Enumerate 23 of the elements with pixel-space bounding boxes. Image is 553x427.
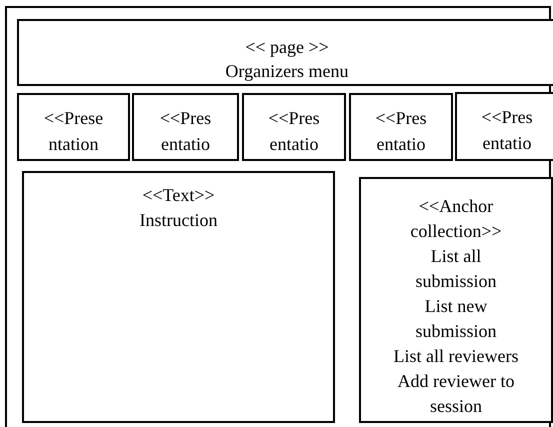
stereotype-label: <<Pres entatio <box>374 107 428 156</box>
stereotype-label: <<Pres entatio <box>158 107 212 156</box>
item-text: Organizers menu <box>225 60 349 83</box>
item-text: Instruction <box>140 209 218 232</box>
stereotype-label: <<Anchor collection>> <box>409 195 503 243</box>
presentation-box <box>349 93 453 161</box>
frame-box <box>5 6 551 427</box>
anchor-collection-box <box>359 177 553 423</box>
stereotype-label: <<Prese ntation <box>42 107 104 156</box>
presentation-box <box>455 92 553 161</box>
presentation-box <box>242 93 346 161</box>
item-text: List all reviewers <box>394 345 518 368</box>
stereotype-label: <<Text>> <box>142 184 215 207</box>
stereotype-label: <<Pres entatio <box>480 106 534 155</box>
presentation-box <box>132 93 239 161</box>
stereotype-label: << page >> <box>245 36 329 59</box>
text-panel <box>22 171 335 423</box>
item-text: List new submission <box>414 295 498 343</box>
presentation-box <box>17 93 130 161</box>
menu-box <box>17 19 553 86</box>
stereotype-label: <<Pres entatio <box>267 107 321 156</box>
item-text: List all submission <box>414 245 498 293</box>
item-text: Add reviewer to session <box>396 370 516 418</box>
